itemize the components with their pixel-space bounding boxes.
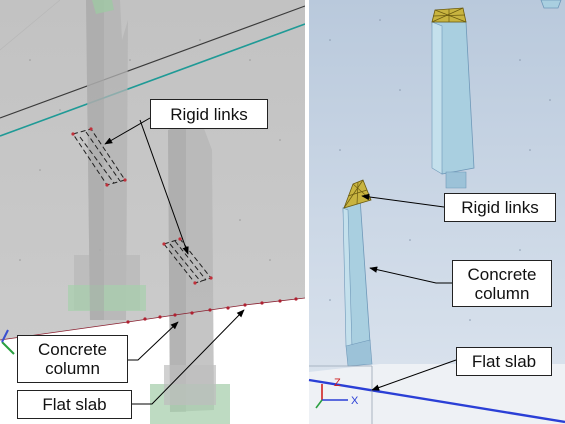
left-column-1: [68, 0, 146, 320]
left-flat-slab-text: Flat slab: [42, 395, 107, 414]
slab-line-dark: [0, 5, 306, 119]
left-concrete-column-label: Concrete column: [17, 335, 128, 383]
right-concrete-column-label: Concrete column: [452, 260, 552, 307]
left-arrow-concrete-column: [128, 321, 179, 361]
panel-divider: [305, 0, 309, 424]
right-arrow-rigid-links: [361, 193, 445, 208]
right-lower-region: [309, 364, 565, 424]
right-slab-edge: [308, 378, 565, 424]
slab-line-faint: [0, 0, 61, 51]
slab-line-teal: [0, 23, 306, 137]
right-arrow-flat-slab: [371, 359, 457, 391]
right-arrow-concrete-column: [369, 266, 452, 284]
right-concrete-column-line-1: Concrete: [467, 264, 537, 284]
right-flat-slab-label: Flat slab: [456, 347, 552, 376]
left-concrete-column-line-1: Concrete: [38, 340, 107, 359]
left-arrow-flat-slab: [132, 309, 245, 405]
left-flat-slab-label: Flat slab: [17, 390, 132, 419]
left-concrete-column-line-2: column: [45, 359, 100, 378]
axis-indicator: Z X: [315, 377, 359, 409]
left-axis-indicator: [1, 341, 15, 355]
right-grid-dots: [329, 19, 551, 321]
right-flat-slab-text: Flat slab: [471, 352, 537, 371]
axis-z-label: Z: [334, 377, 341, 389]
left-rigid-link-1: [71, 127, 127, 187]
left-rigid-link-2: [162, 237, 213, 285]
left-column-1-cap: [92, 0, 114, 14]
left-rigid-links-text: Rigid links: [170, 104, 248, 124]
left-arrow-rigid-links-2: [139, 119, 189, 255]
left-slab-edge-nodes: [126, 297, 298, 324]
left-rigid-links-label: Rigid links: [150, 99, 268, 129]
right-corner-column: [540, 0, 562, 9]
right-rigid-links-label: Rigid links: [444, 193, 556, 222]
axis-x-label: X: [351, 395, 359, 407]
left-column-2: [150, 118, 230, 424]
left-arrow-rigid-links: [104, 117, 151, 145]
right-column-lower: [342, 179, 373, 367]
right-rigid-links-text: Rigid links: [461, 198, 539, 217]
right-column-upper: [431, 7, 475, 189]
right-concrete-column-line-2: column: [474, 283, 530, 303]
